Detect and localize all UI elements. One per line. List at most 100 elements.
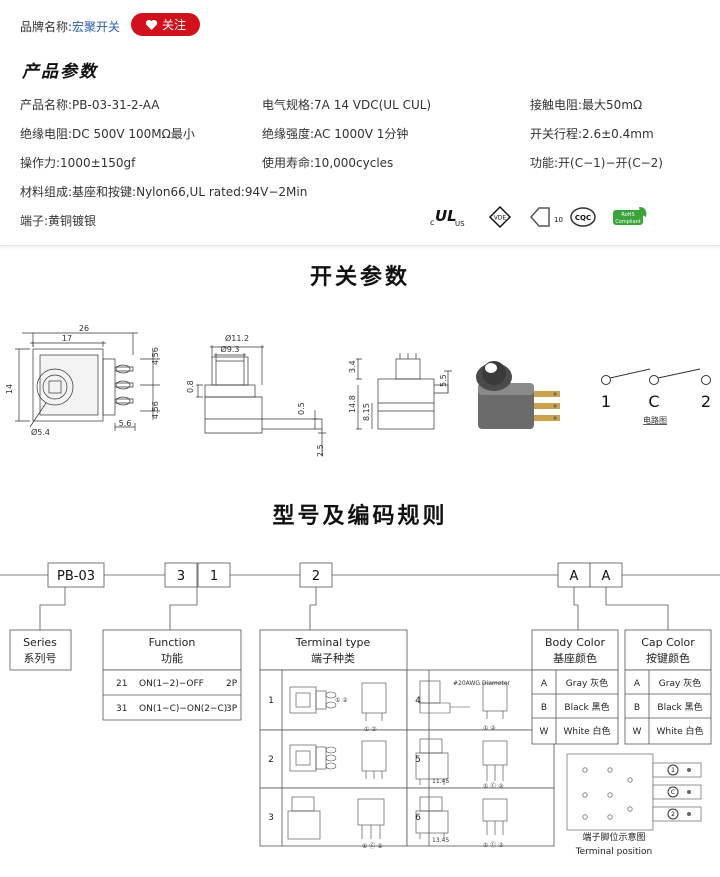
terminal-type-num: 3 xyxy=(268,813,274,823)
function-row-code: 31 xyxy=(116,704,127,714)
terminal-6-pins: ① Ⓒ ② xyxy=(483,841,504,849)
code-function-1: 3 xyxy=(177,569,185,584)
param-force: 操作力:1000±150gf xyxy=(20,156,136,170)
body-color-value: White 白色 xyxy=(563,725,610,737)
function-row-desc: ON(1−2)−OFF xyxy=(139,679,204,689)
terminal-position-en: Terminal position xyxy=(575,847,653,857)
body-color-code: W xyxy=(540,727,549,737)
dim-8-15: 8.15 xyxy=(362,403,371,421)
code-cap-color: A xyxy=(602,569,611,584)
brand-label: 品牌名称: xyxy=(20,20,73,34)
function-row-pins: 3P xyxy=(226,704,238,714)
cert-logos: c UL US VDE 10 CQC RoHS Compliant xyxy=(430,205,647,229)
side-view-drawing xyxy=(196,345,326,455)
body-color-value: Black 黑色 xyxy=(564,701,609,713)
code-function-2: 1 xyxy=(210,569,218,584)
follow-label: 关注 xyxy=(161,18,186,32)
cap-color-code: A xyxy=(634,679,641,689)
cap-color-code: W xyxy=(633,727,642,737)
product-params-title: 产品参数 xyxy=(22,62,98,82)
cap-color-cn: 按键颜色 xyxy=(646,651,690,665)
terminal-3-pins: ① Ⓒ ② xyxy=(362,842,383,850)
code-series: PB-03 xyxy=(57,569,95,584)
function-row-code: 21 xyxy=(116,679,127,689)
function-row-pins: 2P xyxy=(226,679,238,689)
dim-d11-2: Ø11.2 xyxy=(225,333,249,343)
cap-color-code: B xyxy=(634,703,640,713)
cqc-mark-icon: CQC xyxy=(570,207,596,227)
pos-pin-1: 1 xyxy=(671,767,675,774)
terminal-4-note: #20AWG Diameter xyxy=(453,680,510,687)
cap-color-en: Cap Color xyxy=(641,636,695,649)
param-electrical: 电气规格:7A 14 VDC(UL CUL) xyxy=(262,98,432,112)
code-rules-title: 型号及编码规则 xyxy=(272,504,448,529)
param-material: 材料组成:基座和按键:Nylon66,UL rated:94V−2Min xyxy=(20,185,308,199)
front-view-drawing xyxy=(15,332,160,431)
terminal-position-cn: 端子脚位示意图 xyxy=(582,831,645,843)
dim-d5-4: Ø5.4 xyxy=(31,427,50,437)
rohs-mark-icon: RoHS Compliant xyxy=(613,207,647,225)
vde-mark-icon: VDE xyxy=(488,205,512,229)
terminal-type-en: Terminal type xyxy=(295,636,371,649)
body-color-code: A xyxy=(541,679,548,689)
brand-link[interactable]: 宏聚开关 xyxy=(72,20,121,34)
cert-10-mark-icon: 10 xyxy=(529,207,563,227)
svg-text:US: US xyxy=(455,220,465,228)
code-terminal: 2 xyxy=(312,569,320,584)
dim-14: 14 xyxy=(5,384,14,394)
circuit-diagram xyxy=(601,368,711,385)
switch-params-title: 开关参数 xyxy=(309,265,410,290)
circuit-caption: 电路图 xyxy=(643,415,667,425)
terminal-position-sketch xyxy=(566,753,702,831)
terminal-6-dim: 13.45 xyxy=(432,837,449,844)
param-insulation: 绝缘电阻:DC 500V 100MΩ最小 xyxy=(20,127,195,141)
dim-5-5: 5.5 xyxy=(439,374,448,387)
cap-color-value: White 白色 xyxy=(656,725,703,737)
dim-4-56-bottom: 4.56 xyxy=(151,401,160,419)
dim-4-56-top: 4.56 xyxy=(151,347,160,365)
param-contact-resistance: 接触电阻:最大50mΩ xyxy=(530,98,643,112)
switch-3d-image xyxy=(476,361,560,429)
svg-text:Compliant: Compliant xyxy=(615,219,641,225)
heart-icon xyxy=(145,19,158,30)
param-terminal: 端子:黄铜镀银 xyxy=(20,214,97,228)
svg-text:c: c xyxy=(430,218,434,227)
series-cn: 系列号 xyxy=(24,651,57,665)
terminal-type-num: 2 xyxy=(268,755,274,765)
brand-row: 品牌名称:宏聚开关 xyxy=(20,18,120,35)
function-row-desc: ON(1−C)−ON(2−C) xyxy=(139,704,227,714)
dim-14-8: 14.8 xyxy=(348,395,357,413)
terminal-1-bottom-pins: ① ② xyxy=(364,726,377,733)
circuit-pin-2: 2 xyxy=(701,392,711,411)
svg-text:CQC: CQC xyxy=(575,214,591,222)
circuit-pin-c: C xyxy=(648,392,659,411)
body-color-value: Gray 灰色 xyxy=(566,677,608,689)
product-params-card: 品牌名称:宏聚开关 关注 产品参数 产品名称:PB-03-31-2-AA 电气规… xyxy=(0,0,720,246)
dim-0-5: 0.5 xyxy=(297,402,306,415)
dim-d9-3: Ø9.3 xyxy=(220,344,239,354)
pos-pin-c: C xyxy=(671,789,675,796)
ul-mark-icon: c UL US xyxy=(430,207,465,228)
code-body-color: A xyxy=(570,569,579,584)
cap-color-value: Black 黑色 xyxy=(657,701,702,713)
dim-17: 17 xyxy=(62,334,72,343)
terminal-type-cn: 端子种类 xyxy=(311,651,355,665)
svg-text:10: 10 xyxy=(554,216,563,224)
param-name: 产品名称:PB-03-31-2-AA xyxy=(20,98,160,112)
terminal-1-pins: ① ② xyxy=(335,697,348,704)
param-life: 使用寿命:10,000cycles xyxy=(262,156,394,170)
dim-3-4: 3.4 xyxy=(348,360,357,373)
svg-text:RoHS: RoHS xyxy=(621,212,634,218)
body-color-en: Body Color xyxy=(545,636,605,649)
pos-pin-2: 2 xyxy=(671,811,675,818)
dim-0-8: 0.8 xyxy=(186,380,195,393)
follow-button[interactable]: 关注 xyxy=(131,13,200,36)
function-cn: 功能 xyxy=(161,651,183,665)
dimension-drawings: 26 17 14 4.56 4.56 5.6 Ø5.4 Ø11.2 Ø9.3 0… xyxy=(5,324,711,457)
terminal-type-num: 6 xyxy=(415,813,421,823)
terminal-type-num: 5 xyxy=(415,755,421,765)
terminal-5-dim: 11.45 xyxy=(432,778,449,785)
body-color-code: B xyxy=(541,703,547,713)
code-rules-diagram: 1 C 2 PB-03 3 1 2 A A Series 系列号 Functio… xyxy=(0,562,720,857)
function-en: Function xyxy=(149,636,196,649)
